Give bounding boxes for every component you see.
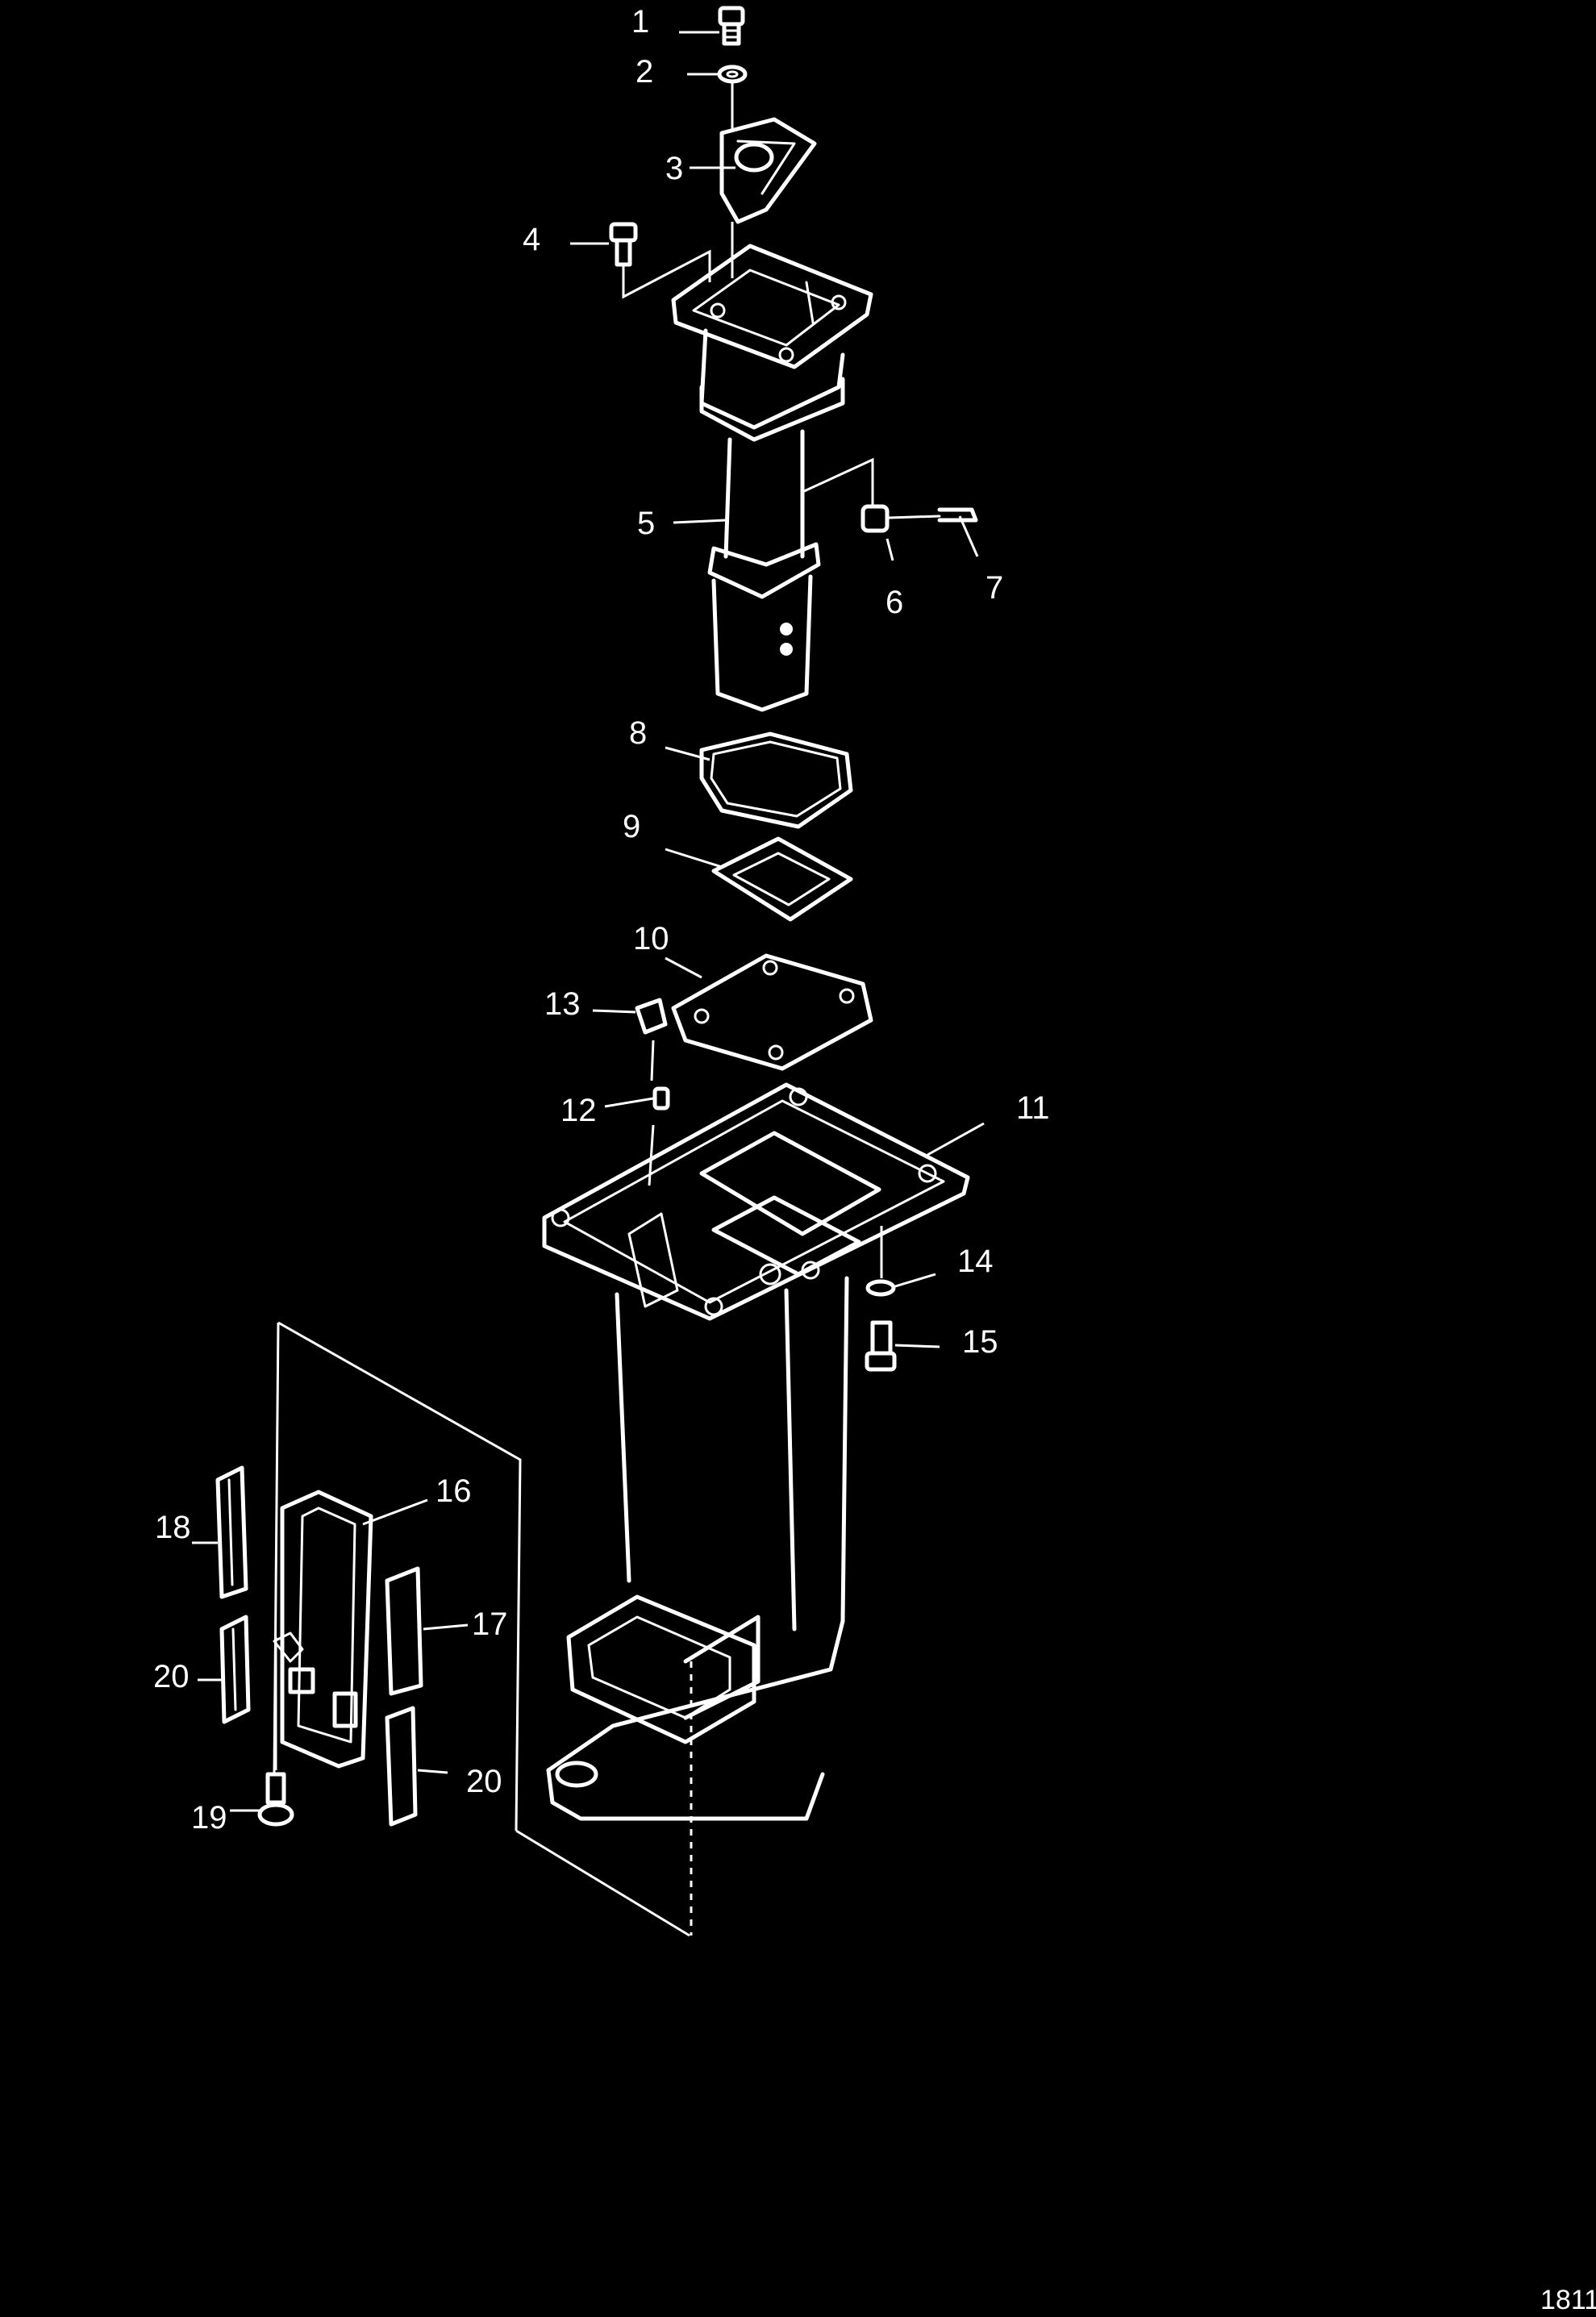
callout-13: 13 (544, 986, 581, 1022)
callout-19: 19 (191, 1800, 227, 1836)
part-15-bolt (865, 1320, 897, 1372)
part-14-washer (865, 1279, 896, 1297)
callout-12: 12 (560, 1093, 597, 1128)
part-20-anode-right (385, 1706, 418, 1827)
part-7-screw (888, 507, 978, 523)
callout-11: 11 (1016, 1090, 1050, 1126)
part-12-pin (652, 1086, 670, 1111)
part-8-seal (699, 731, 853, 829)
callout-4: 4 (523, 222, 540, 257)
part-16-bracket (273, 1490, 373, 1769)
part-5-exhaust-tube (671, 244, 873, 712)
callout-2: 2 (635, 54, 653, 90)
part-3-exhaust-plate (719, 117, 817, 224)
callout-7: 7 (986, 570, 1003, 606)
callout-9: 9 (623, 809, 640, 844)
callout-20-right: 20 (466, 1764, 502, 1799)
callout-17: 17 (472, 1606, 508, 1642)
part-1-bolt (718, 6, 745, 46)
part-20-anode-left (219, 1615, 251, 1724)
callout-1: 1 (631, 4, 649, 40)
callout-20-left: 20 (153, 1659, 190, 1694)
part-4-screw (609, 222, 638, 267)
part-6-grommet (861, 504, 890, 533)
part-18-anode (215, 1465, 248, 1599)
part-2-washer (717, 65, 748, 84)
callout-6: 6 (886, 585, 903, 620)
part-17-anode (385, 1566, 423, 1696)
mounting-outline (273, 1321, 690, 1937)
callout-3: 3 (665, 151, 683, 186)
figure-number: 1811 (1540, 2285, 1596, 2315)
callout-15: 15 (962, 1324, 998, 1360)
part-11-driveshaft-housing (542, 1082, 970, 1821)
callout-16: 16 (435, 1473, 472, 1509)
callout-14: 14 (957, 1244, 994, 1279)
callout-5: 5 (637, 506, 655, 541)
part-13-fitting (635, 998, 668, 1035)
part-10-adapter-gasket (671, 953, 873, 1071)
callout-18: 18 (155, 1510, 191, 1545)
callout-8: 8 (629, 715, 647, 751)
leader-lines (192, 31, 985, 1812)
part-19-screw (257, 1772, 294, 1827)
callout-10: 10 (633, 921, 669, 956)
part-9-gasket (711, 836, 853, 922)
callout-labels: 1 2 3 4 5 6 7 8 9 10 11 12 13 14 15 16 1… (153, 4, 1050, 1836)
